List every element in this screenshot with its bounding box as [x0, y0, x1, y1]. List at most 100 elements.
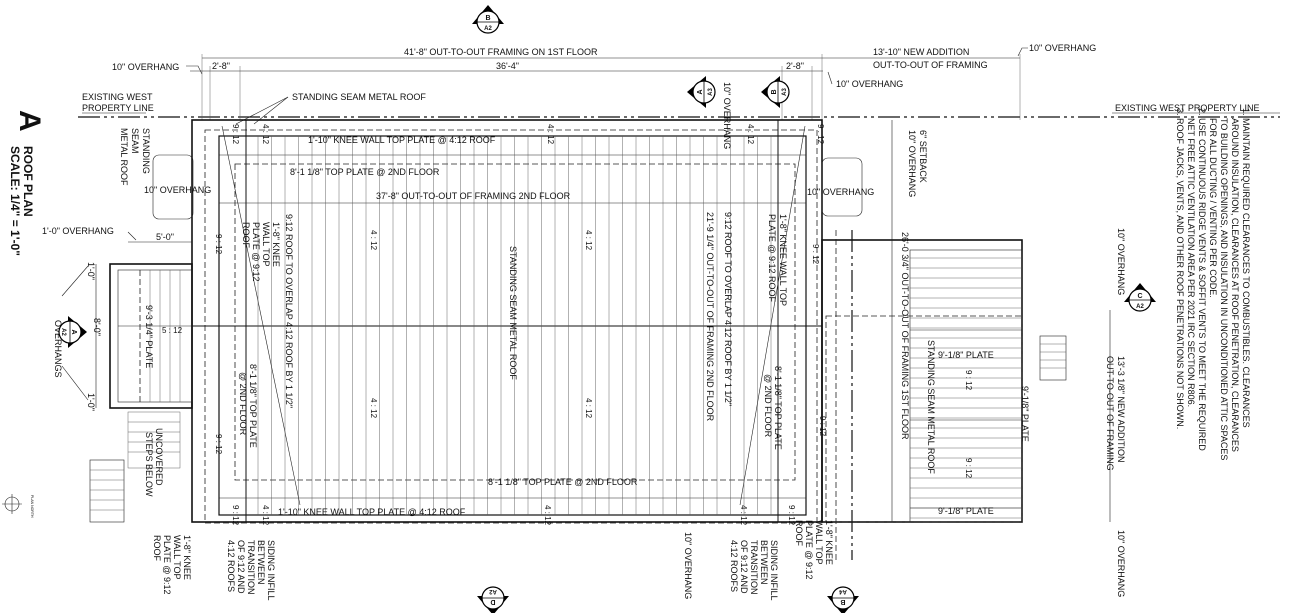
- top-plate-left: 8'-1 1/8" TOP PLATE: [248, 364, 258, 448]
- dim-13-3: 13'-3 1/8" NEW ADDITION: [1116, 356, 1126, 462]
- br-knee-1: 1'-8" KNEE: [824, 520, 834, 565]
- plan-north-symbol: PLAN NORTH: [2, 494, 34, 518]
- note-1c: TO BUILDING OPENINGS, AND INSULATION IN …: [1219, 118, 1229, 460]
- siding-2: BETWEEN: [256, 540, 266, 585]
- dim-1-0-top: 1'-0": [86, 262, 96, 280]
- siding-r-3: TRANSITION: [749, 540, 759, 595]
- knee-left-3: PLATE @ 9:12: [251, 222, 261, 282]
- addition-plate-bot: 9'-1/8" PLATE: [938, 506, 994, 516]
- overhang-right: 10" OVERHANG: [807, 187, 874, 197]
- knee-wall-top: 1'-10" KNEE WALL TOP PLATE @ 4:12 ROOF: [308, 135, 496, 145]
- overhang-1-0: 1'-0" OVERHANG: [42, 226, 114, 236]
- section-tag-letter: C: [1137, 293, 1142, 300]
- note-1d: FOR ALL DUCTING / VENTING PER CODE.: [1208, 118, 1218, 298]
- dim-26-0: 26'-0 3/4" OUT-TO-OUT OF FRAMING 1ST FLO…: [900, 232, 910, 440]
- slope-9-12-g: 9 : 12: [231, 505, 240, 526]
- uncovered-steps-2: STEPS BELOW: [144, 432, 154, 497]
- standing-seam-left-2: SEAM: [130, 128, 140, 154]
- addition-plate-mid: 9'-1/8" PLATE: [1020, 386, 1030, 442]
- slope-9-12-b: 9 : 12: [816, 124, 825, 145]
- roof-overlap-right: 9:12 ROOF TO OVERLAP 4:12 ROOF BY 1 1/2": [723, 212, 733, 406]
- section-tag-letter: A: [70, 329, 77, 334]
- knee-right-1: 1'-8" KNEE WALL TOP: [778, 214, 788, 306]
- siding-4: OF 9:12 AND: [236, 540, 246, 594]
- section-tag-letter: B: [840, 598, 845, 605]
- knee-left-4: ROOF: [241, 222, 251, 249]
- top-plate-top: 8'-1 1/8" TOP PLATE @ 2ND FLOOR: [290, 167, 440, 177]
- dim-13-3-sub: OUT-TO-OUT OF FRAMING: [1105, 356, 1115, 471]
- addition-standing-seam: STANDING SEAM METAL ROOF: [926, 340, 936, 474]
- siding-3: TRANSITION: [246, 540, 256, 595]
- roof-overlap-left: 9:12 ROOF TO OVERLAP 4:12 ROOF BY 1 1/2": [284, 214, 294, 408]
- section-tag-sheet: A2: [60, 328, 66, 336]
- bl-knee-4: ROOF: [152, 535, 162, 562]
- siding-r-4: OF 9:12 AND: [739, 540, 749, 594]
- siding-r-1: SIDING INFILL: [769, 540, 779, 601]
- overhang-middle: 10" OVERHANG: [722, 82, 732, 149]
- section-tag-sheet: A2: [1136, 304, 1144, 310]
- north-label: PLAN NORTH: [30, 495, 34, 518]
- section-tag: C A2: [1124, 283, 1156, 312]
- slope-4-12-j: 4 : 12: [739, 505, 748, 526]
- overhang-top-right: 10" OVERHANG: [1029, 43, 1096, 53]
- left-porch: 5 : 12 9'-3 1/4" PLATE UNCOVERED STEPS B…: [42, 128, 211, 523]
- addition-slope-1: 9 : 12: [964, 370, 973, 391]
- addition-slope-2: 9 : 12: [964, 458, 973, 479]
- slope-4-12-a: 4 : 12: [261, 124, 270, 145]
- existing-west-property-line: EXISTING WEST PROPERTY LINE EXISTING WES…: [78, 92, 1280, 118]
- slope-9-12-h: 9 : 12: [787, 505, 796, 526]
- top-plate-bottom: 8'-1 1/8" TOP PLATE @ 2ND FLOOR: [488, 477, 638, 487]
- bottom-callouts: 1'-8" KNEE WALL TOP PLATE @ 9:12 ROOF SI…: [152, 520, 1126, 601]
- knee-left-1: 1'-8" KNEE: [271, 222, 281, 267]
- dim-41-8: 41'-8" OUT-TO-OUT FRAMING ON 1ST FLOOR: [404, 47, 598, 57]
- note-3: 3. ROOF JACKS, VENTS, AND OTHER ROOF PEN…: [1175, 108, 1185, 429]
- drawing-title: ROOF PLAN: [21, 146, 35, 217]
- section-tag-sheet: A4: [839, 588, 847, 594]
- note-2b: NET FREE ATTIC VENTILATION AREA PER 2021…: [1186, 118, 1196, 407]
- slope-4-12-d: 4 : 12: [369, 230, 378, 251]
- uncovered-steps-1: UNCOVERED: [154, 428, 164, 486]
- standing-seam-center: STANDING SEAM METAL ROOF: [508, 246, 518, 380]
- slope-9-12-d: 9 : 12: [811, 244, 820, 265]
- slope-4-12-g: 4 : 12: [584, 398, 593, 419]
- dim-1-0-bot: 1'-0": [86, 393, 96, 411]
- slope-4-12-f: 4 : 12: [369, 398, 378, 419]
- section-tag: D A2: [477, 586, 509, 613]
- overhang-top-left: 10" OVERHANG: [112, 62, 179, 72]
- standing-seam-left-1: STANDING: [141, 128, 151, 174]
- section-tag-letter: D: [490, 598, 495, 605]
- top-plate-right-2: @ 2ND FLOOR: [763, 374, 773, 438]
- bl-knee-1: 1'-8" KNEE: [182, 535, 192, 580]
- overhang-br: 10" OVERHANG: [1116, 530, 1126, 597]
- note-2a: 2. USE CONTINUOUS RIDGE VENTS & SOFFIT V…: [1197, 108, 1207, 451]
- new-addition: 9'-1/8" PLATE 9'-1/8" PLATE 9'-1/8" PLAT…: [807, 120, 1126, 560]
- siding-5: 4:12 ROOFS: [226, 540, 236, 592]
- setback-label: 6" SETBACK: [918, 130, 928, 183]
- dim-13-10-sub: OUT-TO-OUT OF FRAMING: [873, 60, 988, 70]
- section-tag-sheet: A2: [489, 588, 497, 594]
- overhang-left: 10" OVERHANG: [144, 185, 211, 195]
- dim-37-8: 37'-8" OUT-TO-OUT OF FRAMING 2ND FLOOR: [376, 191, 571, 201]
- property-line-label-left-2: PROPERTY LINE: [82, 103, 154, 113]
- overhang-bottom: 10" OVERHANG: [683, 532, 693, 599]
- slope-9-12-f: 9 : 12: [818, 416, 827, 437]
- drawing-title-block: A ROOF PLAN SCALE: 1/4" = 1'-0": [8, 110, 46, 256]
- section-tag-letter: B: [771, 89, 778, 94]
- br-knee-3: PLATE @ 9:12: [804, 520, 814, 580]
- br-knee-4: ROOF: [794, 520, 804, 547]
- bl-knee-3: PLATE @ 9:12: [162, 535, 172, 595]
- knee-left-2: WALL TOP: [261, 222, 271, 267]
- title-letter: A: [13, 110, 46, 132]
- property-line-label-left-1: EXISTING WEST: [82, 92, 153, 102]
- bl-knee-2: WALL TOP: [172, 535, 182, 580]
- porch-plate: 9'-3 1/4" PLATE: [144, 305, 154, 368]
- section-tag-letter: B: [485, 15, 490, 22]
- siding-r-5: 4:12 ROOFS: [729, 540, 739, 592]
- section-tag-letter: A: [697, 89, 704, 94]
- porch-steps: [89, 411, 181, 523]
- property-line-label-right: EXISTING WEST PROPERTY LINE: [1115, 103, 1260, 113]
- slope-9-12-a: 9 : 12: [231, 124, 240, 145]
